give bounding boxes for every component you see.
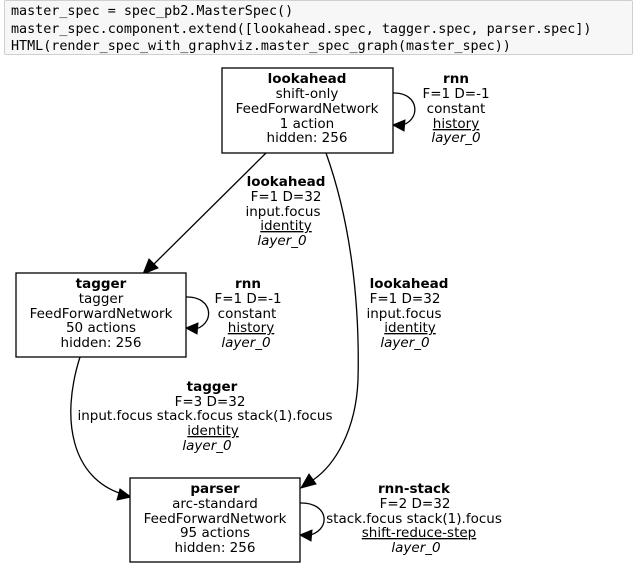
- node-lookahead-box: [221, 67, 394, 154]
- edge-lookahead-to-tagger: [142, 152, 267, 275]
- node-parser-name: parser: [190, 481, 240, 497]
- edge-label-name: rnn: [235, 276, 261, 292]
- node-lookahead-hidden: hidden: 256: [267, 130, 348, 146]
- edge-parser-self-arrowhead: [298, 529, 313, 542]
- edge-parser-self: [298, 502, 325, 542]
- code-cell[interactable]: master_spec = spec_pb2.MasterSpec() mast…: [4, 0, 633, 55]
- edge-label-layer: layer_0: [221, 335, 270, 351]
- edge-tagger-to-parser-path: [70, 356, 123, 495]
- edge-label-dims: F=1 D=32: [370, 291, 441, 307]
- edge-label-name: tagger: [187, 379, 238, 395]
- node-parser[interactable]: parser arc-standard FeedForwardNetwork 9…: [129, 477, 301, 563]
- edge-label-linked: history: [228, 320, 274, 336]
- node-parser-transition: arc-standard: [172, 496, 258, 512]
- code-line-2: master_spec.component.extend([lookahead.…: [11, 21, 592, 37]
- edge-label-dims: F=1 D=-1: [214, 291, 281, 307]
- edge-label-features: stack.focus stack(1).focus: [326, 511, 502, 527]
- node-tagger-network: FeedForwardNetwork: [30, 306, 173, 322]
- code-line-3: HTML(render_spec_with_graphviz.master_sp…: [11, 39, 511, 54]
- edge-tagger-to-parser-arrowhead: [116, 488, 133, 501]
- code-line-1: master_spec = spec_pb2.MasterSpec(): [11, 4, 294, 19]
- edge-tagger-self-path: [185, 296, 210, 331]
- edge-lookahead-to-tagger-arrowhead: [142, 258, 159, 275]
- edge-label-layer: layer_0: [380, 335, 429, 351]
- edge-lookahead-to-parser-arrowhead: [299, 473, 317, 489]
- edge-label-features: constant: [427, 101, 486, 117]
- edge-lookahead-to-parser-path: [312, 152, 359, 481]
- edge-lookahead-self: [391, 92, 416, 132]
- edge-label-dims: F=3 D=32: [175, 394, 246, 410]
- edge-label-linked: history: [433, 116, 479, 132]
- node-parser-hidden: hidden: 256: [175, 540, 256, 556]
- edge-label-features: input.focus: [245, 204, 320, 220]
- edge-label-name: rnn-stack: [378, 481, 451, 497]
- edge-label-name: rnn: [443, 71, 469, 87]
- edge-tagger-to-parser: [70, 356, 133, 501]
- node-tagger[interactable]: tagger tagger FeedForwardNetwork 50 acti…: [15, 272, 187, 358]
- node-tagger-actions: 50 actions: [66, 320, 136, 336]
- edge-label-layer: layer_0: [257, 233, 306, 249]
- edge-label-tagger-to-parser: tagger F=3 D=32 input.focus stack.focus …: [77, 379, 332, 454]
- edge-label-layer: layer_0: [182, 438, 231, 454]
- node-tagger-transition: tagger: [79, 291, 124, 307]
- edge-label-name: lookahead: [370, 276, 449, 292]
- edge-label-linked: identity: [384, 320, 436, 336]
- node-parser-network: FeedForwardNetwork: [144, 511, 287, 527]
- edge-label-features: input.focus stack.focus stack(1).focus: [77, 408, 332, 424]
- edge-label-linked: shift-reduce-step: [362, 525, 477, 541]
- edge-parser-self-path: [299, 502, 325, 537]
- node-lookahead-name: lookahead: [268, 71, 347, 87]
- edge-label-lookahead-to-parser: lookahead F=1 D=32 input.focus identity …: [366, 276, 448, 351]
- edge-label-linked: identity: [260, 218, 312, 234]
- node-lookahead-network: FeedForwardNetwork: [236, 101, 379, 117]
- edge-label-tagger-self: rnn F=1 D=-1 constant history layer_0: [214, 276, 281, 351]
- edge-lookahead-self-arrowhead: [391, 119, 406, 132]
- node-lookahead-actions: 1 action: [280, 116, 334, 132]
- edge-label-dims: F=2 D=32: [380, 496, 451, 512]
- edge-tagger-self-arrowhead: [184, 322, 199, 335]
- node-tagger-box: [15, 272, 187, 358]
- node-parser-actions: 95 actions: [180, 525, 250, 541]
- edge-label-layer: layer_0: [431, 130, 480, 146]
- edge-label-lookahead-to-tagger: lookahead F=1 D=32 input.focus identity …: [245, 174, 325, 249]
- edge-label-parser-self: rnn-stack F=2 D=32 stack.focus stack(1).…: [326, 481, 502, 556]
- node-tagger-name: tagger: [76, 276, 127, 292]
- node-tagger-hidden: hidden: 256: [61, 335, 142, 351]
- node-lookahead-transition: shift-only: [276, 86, 339, 102]
- node-parser-box: [129, 477, 301, 563]
- edge-label-layer: layer_0: [391, 540, 440, 556]
- edge-label-linked: identity: [187, 423, 239, 439]
- edge-label-features: input.focus: [366, 306, 441, 322]
- edge-lookahead-to-parser: [299, 152, 359, 489]
- edge-lookahead-to-tagger-path: [151, 152, 267, 267]
- edge-label-features: constant: [218, 306, 277, 322]
- edge-label-dims: F=1 D=-1: [422, 86, 489, 102]
- edge-label-lookahead-self: rnn F=1 D=-1 constant history layer_0: [422, 71, 489, 146]
- node-lookahead[interactable]: lookahead shift-only FeedForwardNetwork …: [221, 67, 394, 154]
- edge-label-dims: F=1 D=32: [251, 189, 322, 205]
- edge-tagger-self: [184, 296, 210, 335]
- edge-label-name: lookahead: [247, 174, 326, 190]
